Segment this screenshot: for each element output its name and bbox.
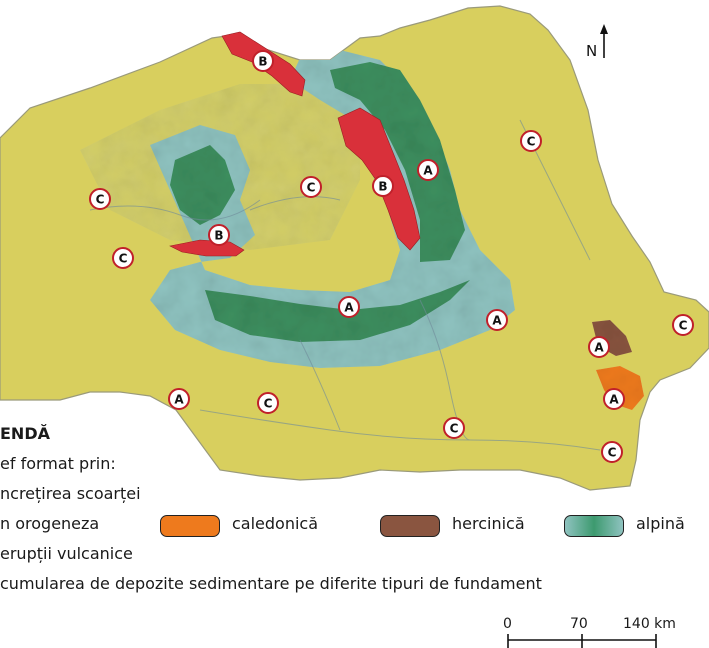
legend-caledonica: caledonică [232, 514, 319, 533]
marker-c: C [520, 130, 542, 152]
alpine-zone-core [205, 280, 470, 342]
legend-orogeneza: n orogeneza [0, 514, 100, 533]
marker-letter: A [423, 164, 433, 178]
marker-letter: B [258, 55, 267, 69]
marker-letter: B [214, 229, 223, 243]
legend-alpina: alpină [636, 514, 685, 533]
marker-letter: C [119, 252, 128, 266]
marker-c: C [672, 314, 694, 336]
marker-letter: A [492, 314, 502, 328]
alpine-zone-core [330, 62, 465, 262]
marker-letter: C [679, 319, 688, 333]
caledonian-swatch [160, 515, 220, 537]
legend-acumulare: cumularea de depozite sedimentare pe dif… [0, 574, 542, 593]
marker-c: C [257, 392, 279, 414]
map-markers: B B B A A A A A A C C C C C C C C [89, 50, 694, 463]
marker-letter: C [608, 446, 617, 460]
legend-title: ENDĂ [0, 424, 50, 443]
legend-increti: ncrețirea scoarței [0, 484, 141, 503]
marker-a: A [486, 309, 508, 331]
marker-b: B [372, 175, 394, 197]
marker-letter: C [96, 193, 105, 207]
alpine-swatch [564, 515, 624, 537]
north-label: N [586, 42, 597, 60]
marker-b: B [208, 224, 230, 246]
marker-c: C [89, 188, 111, 210]
marker-letter: C [307, 181, 316, 195]
volcanic-zone [169, 239, 245, 257]
alpine-zone-core [170, 145, 235, 225]
scale-bar [507, 634, 657, 648]
marker-letter: C [450, 422, 459, 436]
legend-hercinica: hercinică [452, 514, 525, 533]
caledonian-zone [596, 366, 644, 410]
marker-letter: A [594, 341, 604, 355]
marker-b: B [252, 50, 274, 72]
marker-a: A [588, 336, 610, 358]
scale-label-140: 140 km [623, 616, 676, 632]
legend-eruptii: erupții vulcanice [0, 544, 133, 563]
marker-a: A [168, 388, 190, 410]
marker-letter: B [378, 180, 387, 194]
marker-letter: C [527, 135, 536, 149]
hercynian-swatch [380, 515, 440, 537]
marker-c: C [443, 417, 465, 439]
scale-label-0: 0 [503, 616, 512, 632]
north-arrow: N [586, 24, 608, 60]
marker-c: C [601, 441, 623, 463]
marker-a: A [417, 159, 439, 181]
scale-label-70: 70 [570, 616, 588, 632]
legend-relief-label: ef format prin: [0, 454, 116, 473]
marker-letter: A [344, 301, 354, 315]
marker-a: A [338, 296, 360, 318]
marker-c: C [300, 176, 322, 198]
marker-letter: A [174, 393, 184, 407]
marker-a: A [603, 388, 625, 410]
marker-letter: A [609, 393, 619, 407]
marker-c: C [112, 247, 134, 269]
marker-letter: C [264, 397, 273, 411]
